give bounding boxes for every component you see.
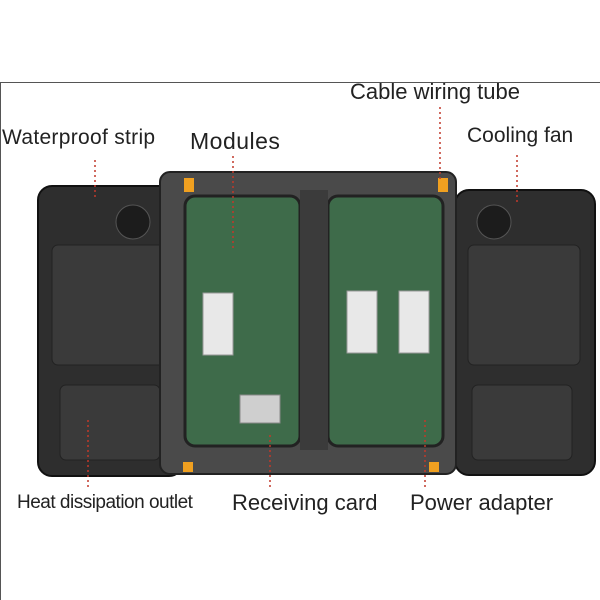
- label-cooling-fan: Cooling fan: [467, 124, 574, 147]
- label-cable-wiring-tube: Cable wiring tube: [350, 79, 520, 104]
- diagram-frame: [0, 82, 600, 600]
- connector-icon: [184, 178, 194, 192]
- connector-icon: [438, 178, 448, 192]
- label-waterproof-strip: Waterproof strip: [2, 126, 156, 149]
- cabinet-frame: [159, 171, 457, 475]
- label-power-adapter: Power adapter: [410, 490, 554, 515]
- left-door: [37, 185, 184, 477]
- cooling-fan-icon: [115, 204, 151, 240]
- leader-lines: [87, 107, 518, 490]
- power-adapters: [202, 290, 430, 356]
- receiving-card: [239, 394, 281, 424]
- label-receiving-card: Receiving card: [232, 490, 378, 515]
- cooling-fan-icon: [476, 204, 512, 240]
- label-modules: Modules: [190, 128, 281, 154]
- right-door: [454, 189, 596, 476]
- label-heat-dissipation-outlet: Heat dissipation outlet: [17, 492, 193, 513]
